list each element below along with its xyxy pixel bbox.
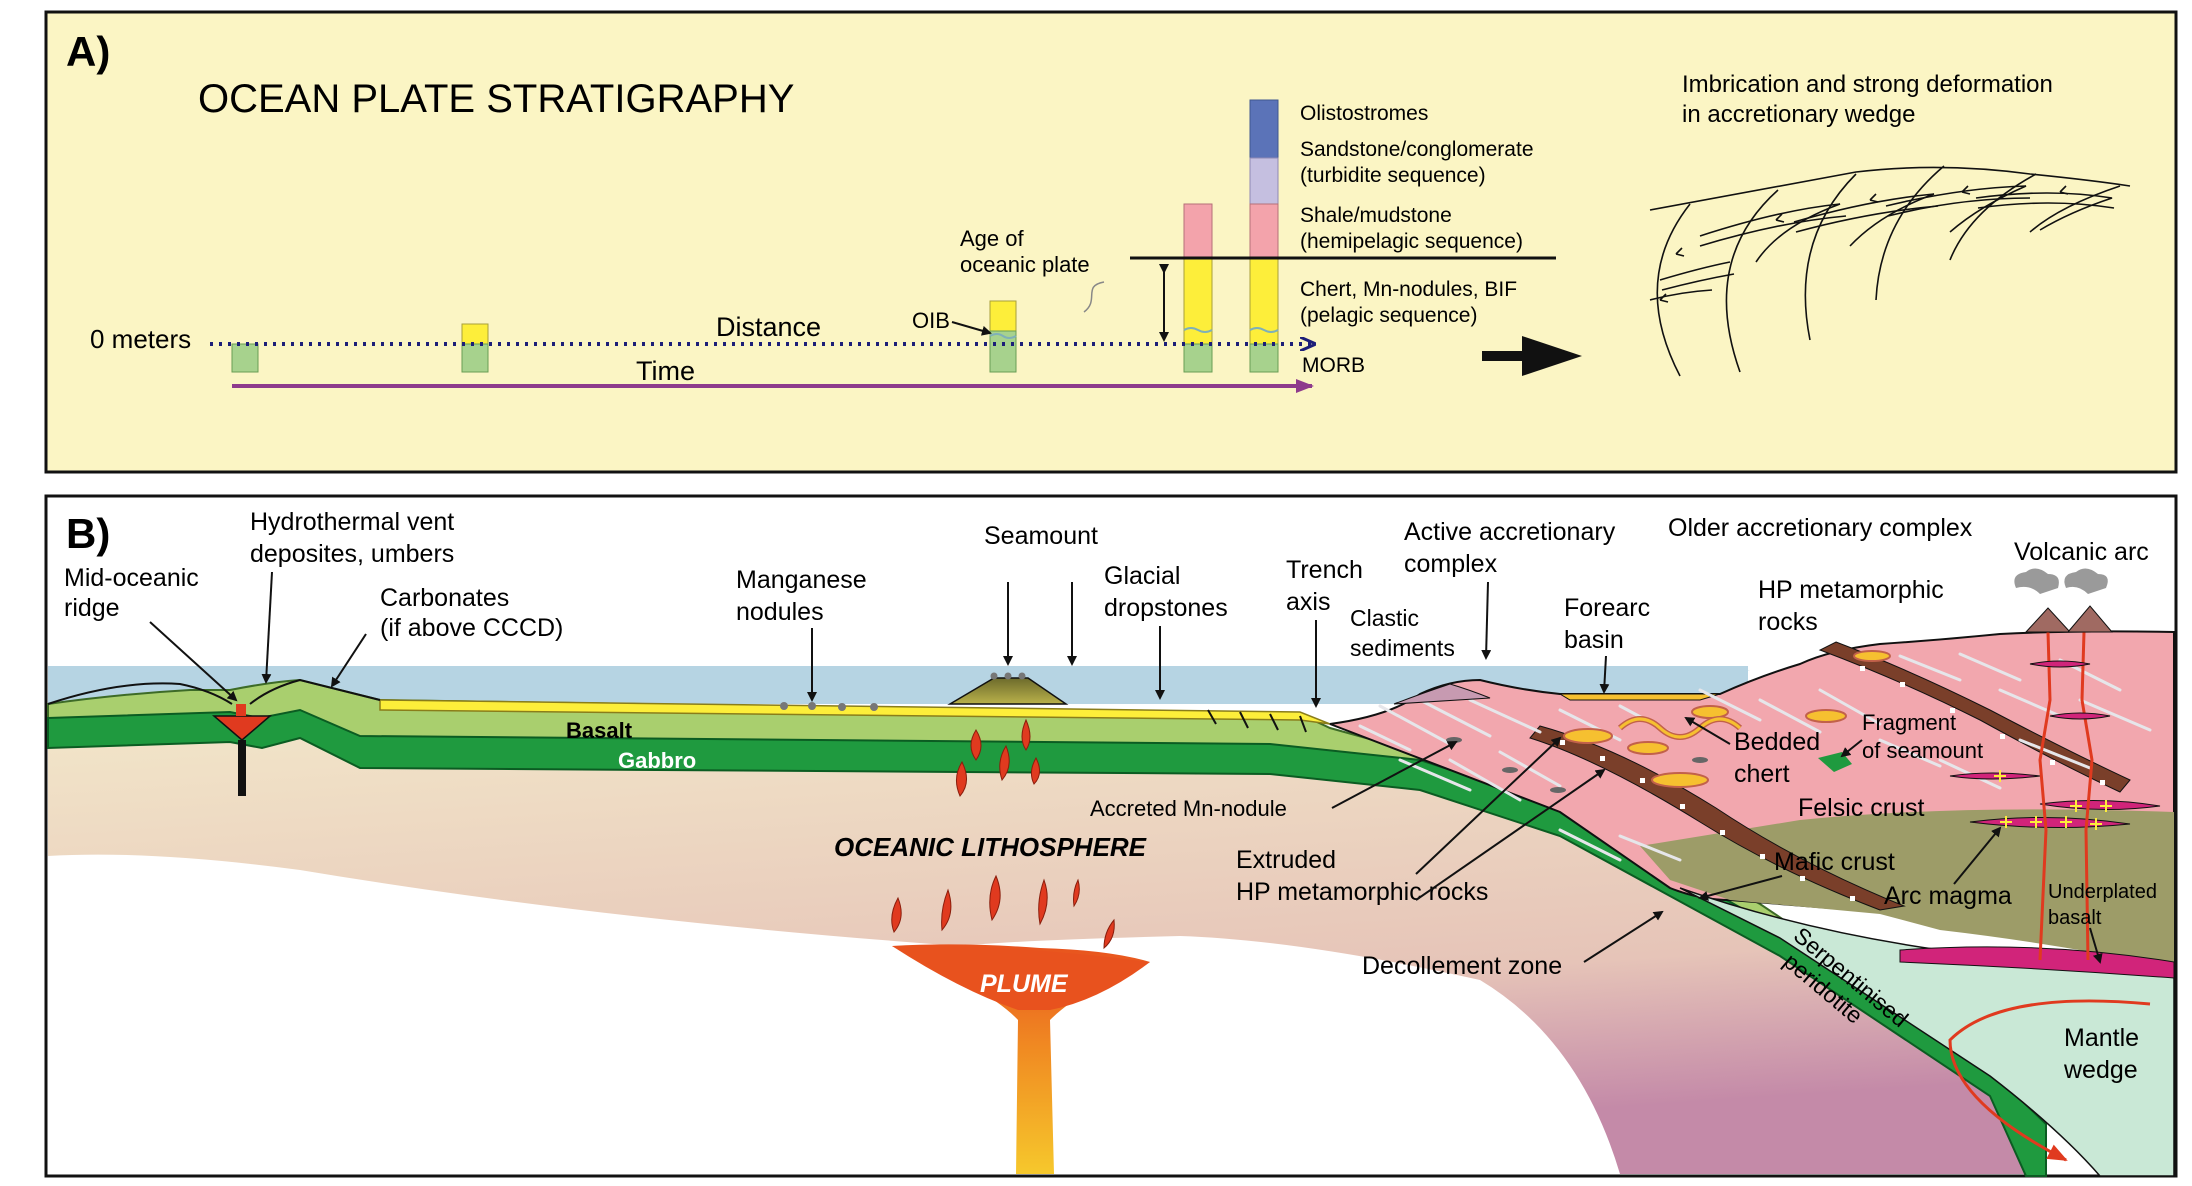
panel-b-label: B) (66, 510, 110, 557)
legend-sandstone-l2: (turbidite sequence) (1300, 164, 1486, 187)
trench-faults (1207, 709, 1307, 733)
legend-chert-l2: (pelagic sequence) (1300, 304, 1477, 327)
imbrication-l1: Imbrication and strong deformation (1682, 71, 2053, 98)
seamount-nodules (990, 672, 1026, 680)
panel-a-title: OCEAN PLATE STRATIGRAPHY (198, 77, 794, 121)
decollement-label: Decollement zone (1362, 952, 1562, 980)
extruded-l1: Extruded (1236, 846, 1336, 874)
ridge-profile (47, 678, 381, 705)
imbrication-sketch (1649, 165, 2131, 377)
mid-ridge-l1: Mid-oceanic (64, 564, 199, 592)
manganese-nodules (780, 702, 878, 711)
magma-droplets (891, 718, 1115, 950)
column-2 (461, 323, 489, 373)
panel-a-frame (44, 10, 2178, 474)
bedded-chert-lenses (1563, 650, 1891, 788)
panel-a: A) OCEAN PLATE STRATIGRAPHY Time (44, 10, 2178, 474)
fragment-l2: of seamount (1862, 738, 1983, 763)
hp-l1: HP metamorphic (1758, 576, 1944, 604)
underplated-l1: Underplated (2048, 881, 2157, 903)
oceanic-lithosphere (48, 720, 2046, 1174)
felsic-label: Felsic crust (1798, 794, 1924, 822)
age-leader (1083, 281, 1105, 313)
older-complex: Older accretionary complex (1668, 514, 1973, 542)
legend-shale-l1: Shale/mudstone (1300, 204, 1452, 227)
hydro-l2: deposites, umbers (250, 540, 454, 568)
mantle-l1: Mantle (2064, 1024, 2139, 1052)
mid-ridge-l2: ridge (64, 594, 120, 622)
trench-l1: Trench (1286, 556, 1363, 584)
basalt-label: Basalt (566, 718, 633, 743)
hydro-l1: Hydrothermal vent (250, 508, 454, 536)
age-label-line2: oceanic plate (960, 252, 1090, 277)
fragment-l1: Fragment (1862, 710, 1956, 735)
plume-head (892, 945, 1150, 1010)
mantle-l2: wedge (2063, 1056, 2138, 1084)
gabbro-label: Gabbro (618, 748, 696, 773)
mn-l2: nodules (736, 598, 824, 626)
hp-l2: rocks (1758, 608, 1818, 636)
legend-shale-l2: (hemipelagic sequence) (1300, 230, 1523, 253)
legend-morb: MORB (1302, 354, 1365, 377)
underplated-basalt (1899, 946, 2175, 979)
oib-pointer (951, 321, 992, 336)
carb-l2: (if above CCCD) (380, 614, 563, 642)
forearc-basin (1558, 693, 1721, 701)
ridge-vent (236, 704, 246, 716)
accreted-mn-label: Accreted Mn-nodule (1090, 796, 1287, 821)
column-1 (231, 343, 259, 373)
clastic-l2: sediments (1350, 635, 1455, 661)
arc-magma-lenses (2029, 660, 2111, 720)
distance-label: Distance (716, 312, 821, 342)
volcanic-arc-cones (2014, 568, 2114, 633)
active-l2: complex (1404, 550, 1498, 578)
panel-a-label: A) (66, 28, 110, 75)
big-right-arrow (1482, 336, 1582, 376)
plume-body (892, 944, 1150, 1174)
active-l1: Active accretionary (1404, 518, 1616, 546)
ridge-dike (238, 740, 246, 796)
leader-arrows (149, 571, 2103, 964)
legend-chert-l1: Chert, Mn-nodules, BIF (1300, 278, 1517, 301)
age-label-line1: Age of (960, 226, 1024, 251)
extruded-l2: HP metamorphic rocks (1236, 878, 1488, 906)
glacial-l1: Glacial (1104, 562, 1180, 590)
column-5 (1249, 99, 1279, 373)
mn-l1: Manganese (736, 566, 867, 594)
legend-sandstone-l1: Sandstone/conglomerate (1300, 138, 1534, 161)
forearc-l2: basin (1564, 626, 1624, 654)
panel-b: PLUME (44, 494, 2178, 1178)
trench-l2: axis (1286, 588, 1330, 616)
oib-label: OIB (912, 308, 950, 333)
glacial-l2: dropstones (1104, 594, 1228, 622)
plume-label: PLUME (980, 970, 1069, 998)
time-label: Time (636, 356, 695, 386)
mantle-flow-arrow (1948, 999, 2151, 1162)
bedded-l1: Bedded (1734, 728, 1820, 756)
forearc-l1: Forearc (1564, 594, 1650, 622)
gabbro-layer (47, 708, 2047, 1177)
column-4 (1183, 203, 1213, 373)
bedded-l2: chert (1734, 760, 1790, 788)
volcanic-arc-label: Volcanic arc (2014, 538, 2149, 566)
carb-l1: Carbonates (380, 584, 509, 612)
felsic-plus-marks (1994, 770, 2112, 830)
underplated-l2: basalt (2048, 907, 2102, 929)
column-oib (989, 300, 1017, 373)
seamount-shape (947, 677, 1069, 705)
mafic-label: Mafic crust (1774, 848, 1895, 876)
clastic-sediments (1393, 683, 1491, 705)
legend-olistostromes: Olistostromes (1300, 102, 1428, 125)
hp-belt-dots (1560, 666, 2105, 901)
arc-magma-label: Arc magma (1884, 882, 2012, 910)
seamount-label: Seamount (984, 522, 1098, 550)
pelagic-sediment (379, 699, 1331, 725)
oceanic-lithosphere-label: OCEANIC LITHOSPHERE (834, 832, 1147, 862)
arc-magma-conduits (2038, 631, 2094, 961)
clastic-l1: Clastic (1350, 605, 1419, 631)
accreted-mn-nodules (1446, 737, 1708, 793)
zero-meters-label: 0 meters (90, 324, 191, 354)
imbrication-l2: in accretionary wedge (1682, 101, 1915, 128)
